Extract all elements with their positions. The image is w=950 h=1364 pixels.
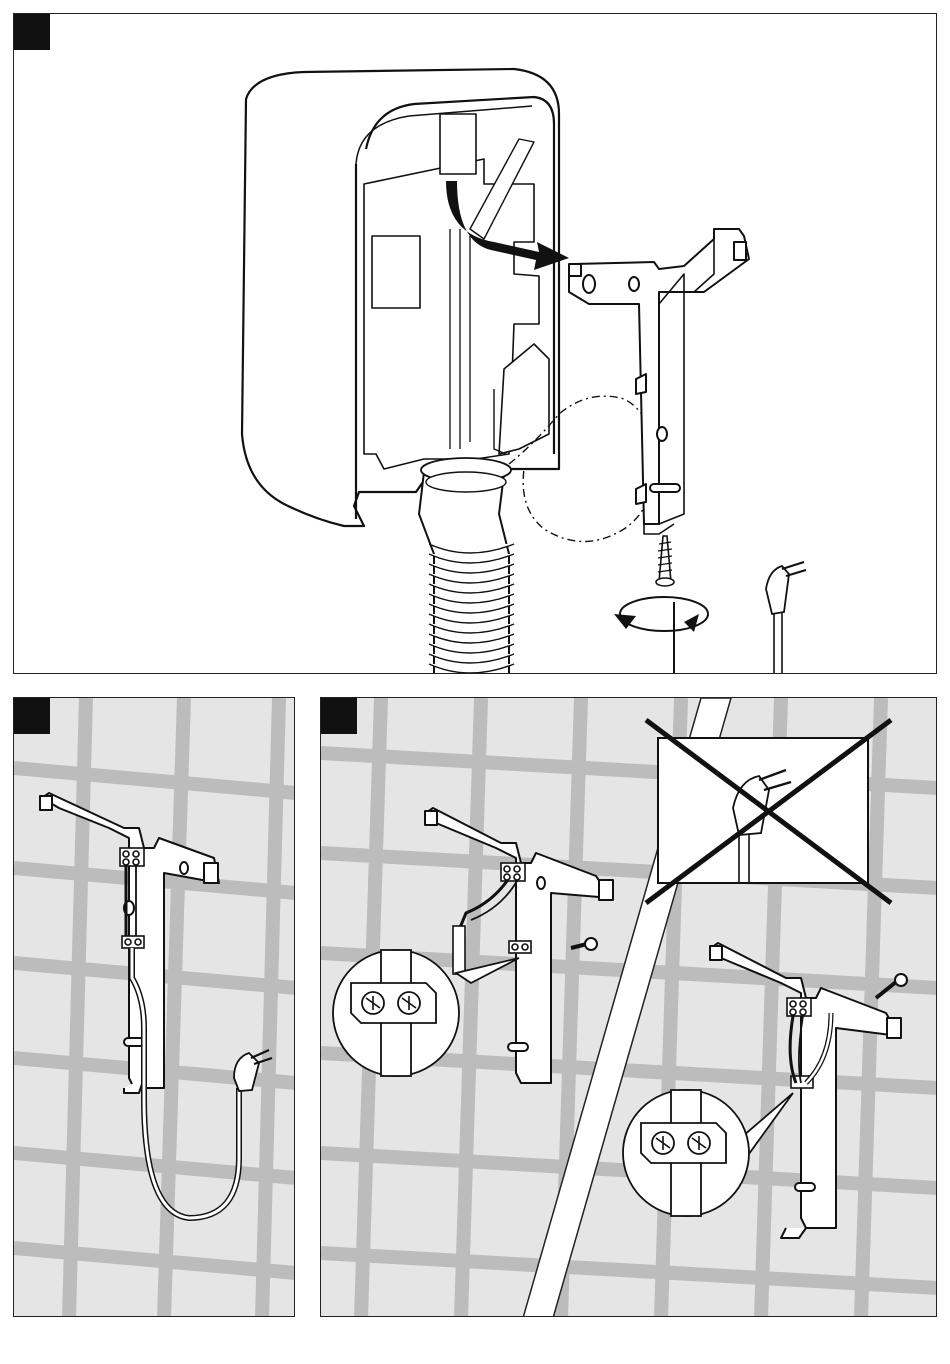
panel-step-2 xyxy=(13,697,295,1317)
appliance-housing-icon xyxy=(242,69,559,526)
panel-step-3 xyxy=(320,697,937,1317)
screw-icon xyxy=(656,536,674,586)
panel-step-1 xyxy=(13,13,937,674)
plug-prohibited-icon xyxy=(646,720,891,903)
step-marker-3 xyxy=(321,698,357,734)
illustration-step-1 xyxy=(14,14,937,674)
step-marker-2 xyxy=(14,698,50,734)
wall-bracket-icon xyxy=(569,229,749,534)
corrugated-hose-icon xyxy=(419,458,514,674)
illustration-step-2 xyxy=(14,698,295,1317)
rotate-arrow-icon xyxy=(614,597,708,674)
illustration-step-3 xyxy=(321,698,937,1317)
power-plug-icon xyxy=(766,562,806,674)
step-marker-1 xyxy=(14,14,50,50)
